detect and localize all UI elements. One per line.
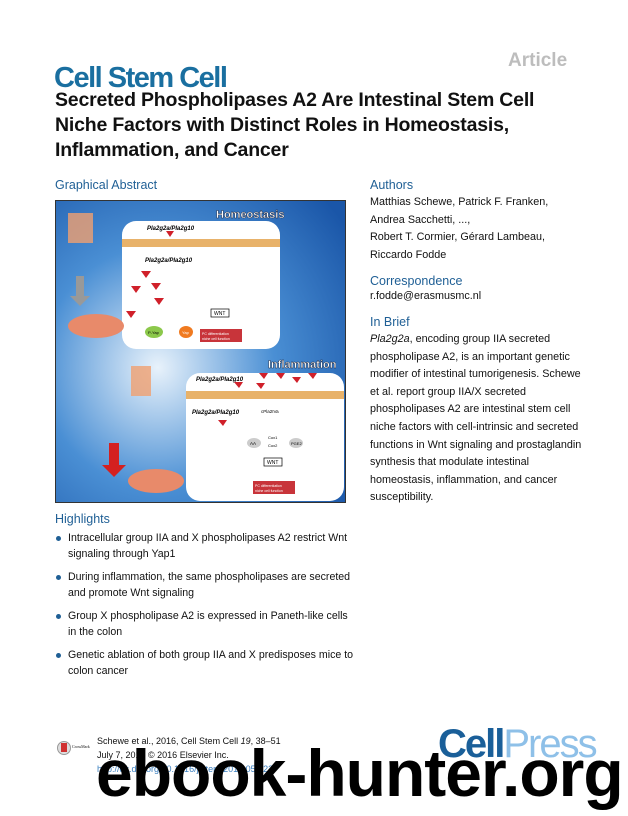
author-line: Robert T. Cormier, Gérard Lambeau,: [370, 231, 546, 244]
graphical-abstract-figure: Homeostasis Inflammation Pla2g2a/Pla2g10…: [55, 200, 346, 503]
gene-label-4: Pla2g2a/Pla2g10: [192, 410, 240, 416]
pge-label: PGE2: [291, 441, 302, 446]
in-brief-text: Pla2g2a, encoding group IIA secreted pho…: [370, 332, 582, 504]
inflammation-label: Inflammation: [268, 359, 337, 371]
highlights-heading: Highlights: [55, 512, 110, 526]
author-line: Riccardo Fodde: [370, 248, 447, 261]
highlights-section: Highlights Intracellular group IIA and X…: [55, 512, 355, 686]
cellpress-logo: CellPress: [438, 722, 598, 766]
pyap-label: P-Yap: [148, 330, 160, 335]
watermark: ebook-hunter.org: [96, 736, 624, 810]
authors-heading: Authors: [370, 178, 414, 192]
in-brief-heading: In Brief: [370, 314, 410, 329]
wnt-label-2: WNT: [267, 460, 278, 466]
cox2-label: Cox2: [268, 443, 278, 448]
highlight-item: Group X phospholipase A2 is expressed in…: [55, 608, 355, 640]
citation: Schewe et al., 2016, Cell Stem Cell 19, …: [97, 736, 281, 774]
journal-name: Cell Stem Cell: [54, 62, 228, 94]
author-line: Andrea Sacchetti, ...,: [370, 213, 471, 226]
wnt-label-1: WNT: [214, 311, 225, 317]
pc-label-1: PC differentiation: [202, 332, 229, 336]
correspondence-email[interactable]: r.fodde@erasmusmc.nl: [370, 290, 482, 303]
crossmark-logo[interactable]: CrossMark: [57, 738, 93, 758]
niche-label-2: niche cell function: [255, 489, 283, 493]
correspondence-heading: Correspondence: [370, 274, 463, 289]
article-type-label: Article: [508, 50, 568, 71]
niche-label-1: niche cell function: [202, 337, 230, 341]
highlight-item: Genetic ablation of both group IIA and X…: [55, 647, 355, 679]
gene-label-2: Pla2g2a/Pla2g10: [145, 258, 193, 264]
gene-label-1: Pla2g2a/Pla2g10: [147, 226, 195, 232]
gene-name: Pla2g2a: [370, 332, 410, 345]
highlight-item: During inflammation, the same phospholip…: [55, 569, 355, 601]
aa-label: AA: [250, 441, 256, 446]
graphical-abstract-heading: Graphical Abstract: [55, 178, 158, 192]
gene-label-3: Pla2g2a/Pla2g10: [196, 377, 244, 383]
author-line: Matthias Schewe, Patrick F. Franken,: [370, 196, 549, 208]
doi-link[interactable]: http://dx.doi.org/10.1016/j.stem.2016.05…: [97, 764, 274, 774]
cox1-label: Cox1: [268, 435, 278, 440]
highlight-item: Intracellular group IIA and X phospholip…: [55, 530, 355, 562]
yap-label: Yap: [182, 330, 190, 335]
homeostasis-label: Homeostasis: [216, 209, 284, 221]
pc-label-2: PC differentiation: [255, 484, 282, 488]
cpla-label: cPla2IVa: [261, 409, 279, 414]
paper-title: Secreted Phospholipases A2 Are Intestina…: [55, 89, 535, 161]
